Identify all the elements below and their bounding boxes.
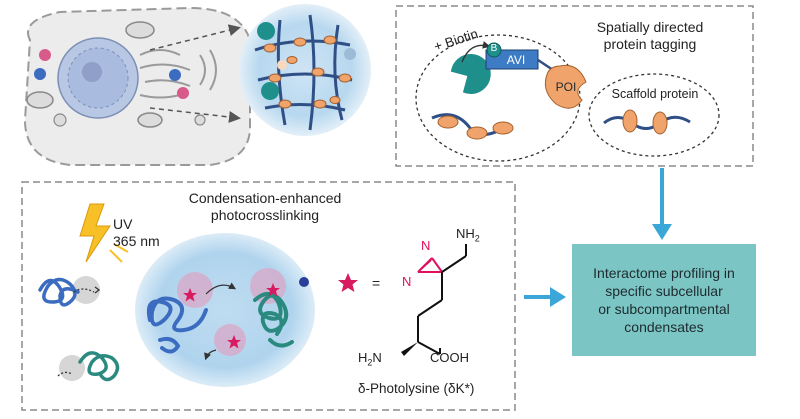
tagging-title-line1: Spatially directed: [596, 19, 704, 35]
amine-left-label: H2N: [358, 350, 382, 368]
uv-lightning-icon: [79, 203, 111, 263]
zoomed-condensate: [239, 4, 371, 136]
crosslinking-panel-frame: [21, 181, 516, 411]
output-line4: condensates: [624, 319, 704, 335]
scaffold-node: [466, 126, 488, 140]
bira-label: BirA: [438, 80, 462, 94]
crosslinker-stars: [183, 283, 280, 349]
uv-rays: [109, 243, 129, 263]
tagging-title: Spatially directed protein tagging: [560, 19, 740, 53]
scaffold-chain-left: [431, 113, 501, 136]
flow-arrow-right: [524, 287, 566, 307]
cell-illustration: [23, 6, 251, 166]
scaffold-condensate: [588, 73, 720, 157]
tagging-title-line2: protein tagging: [603, 36, 697, 52]
wedge-bond: [401, 342, 418, 356]
photolysine-structure: [417, 244, 467, 355]
output-line2: specific subcellular: [605, 283, 723, 299]
biotin-arrow: [461, 41, 491, 63]
scaffold-node: [622, 109, 638, 133]
diazirine-n-lower: N: [402, 274, 412, 289]
scaffold-node: [652, 111, 668, 135]
diazirine-n-upper: N: [421, 238, 431, 253]
crosslinking-title-line1: Condensation-enhanced: [188, 190, 342, 206]
output-line1: Interactome profiling in: [593, 265, 735, 281]
legend-star-icon: [338, 273, 358, 292]
uv-label-line1: UV: [113, 216, 133, 232]
bira-enzyme: [450, 54, 491, 94]
flow-arrow-down: [652, 168, 672, 240]
carboxyl-label: COOH: [430, 350, 469, 365]
uv-label-line2: 365 nm: [113, 233, 160, 249]
interactome-output-box: Interactome profiling in specific subcel…: [572, 244, 756, 356]
free-protein-teal: [57, 351, 120, 382]
zoom-line-upper: [149, 24, 241, 51]
poi-protein: [544, 64, 587, 109]
free-protein-blue: [38, 276, 101, 307]
biotin-marker: [486, 42, 502, 58]
crosslinking-title-line2: photocrosslinking: [210, 207, 320, 223]
output-text: Interactome profiling in specific subcel…: [593, 264, 735, 336]
zoom-line-lower: [149, 107, 241, 123]
scaffold-protein-label: Scaffold protein: [611, 87, 699, 101]
scaffold-node: [492, 121, 514, 135]
crosslinking-title: Condensation-enhanced photocrosslinking: [170, 190, 360, 224]
amine-top-label: NH2: [456, 226, 480, 244]
output-line3: or subcompartmental: [598, 301, 730, 317]
photolysine-name: δ-Photolysine (δK*): [358, 381, 475, 396]
scaffold-chain-right: [603, 115, 691, 130]
tagging-panel-frame: [395, 5, 754, 167]
avi-label: AVI: [506, 53, 526, 67]
biotin-b-label: B: [490, 43, 498, 54]
uv-label: UV 365 nm: [113, 216, 160, 250]
equals-sign: =: [372, 275, 381, 291]
scaffold-node: [437, 115, 459, 129]
poi-label: POI: [555, 80, 577, 94]
condensate-droplet: [135, 233, 315, 387]
